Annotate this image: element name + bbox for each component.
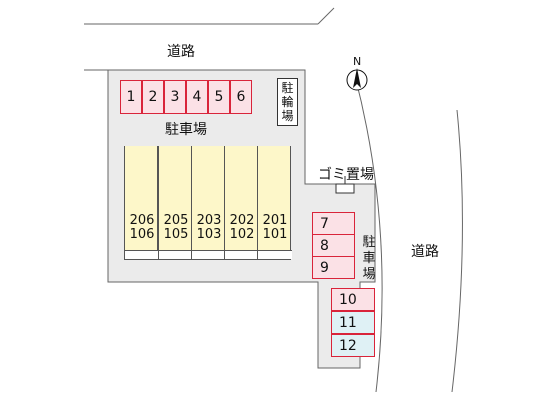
garbage-label: ゴミ置場 [318,167,374,183]
road-top-edge-diagonal [317,7,335,25]
unit-205-105: 205 105 [158,146,193,260]
unit-lower-number: 101 [262,227,288,242]
unit-floor [258,250,292,259]
road-top-label: 道路 [167,44,195,60]
parking-space-5: 5 [208,80,230,114]
bicycle-parking-char: 駐 [281,81,294,95]
parking-right-label-char: 車 [362,251,376,266]
parking-space-12: 12 [331,334,375,357]
unit-floor [192,250,226,259]
parking-space-9: 9 [312,256,355,279]
unit-201-101: 201 101 [257,146,292,260]
unit-upper-number: 203 [196,213,222,228]
north-label: N [353,55,362,68]
unit-floor [159,250,193,259]
parking-right-label-char: 場 [362,267,376,282]
unit-203-103: 203 103 [191,146,226,260]
parking-top-label: 駐車場 [165,122,207,138]
unit-lower-number: 106 [129,227,155,242]
parking-space-3: 3 [164,80,186,114]
parking-space-11: 11 [331,311,375,334]
bicycle-parking-char: 輪 [281,95,294,109]
unit-lower-number: 105 [163,227,189,242]
road-right-edge-inner [354,75,383,393]
road-right-label: 道路 [411,244,439,260]
parking-space-2: 2 [142,80,164,114]
parking-space-7: 7 [312,212,355,235]
unit-upper-number: 201 [262,213,288,228]
parking-space-8: 8 [312,234,355,257]
bicycle-parking: 駐 輪 場 [277,78,298,126]
unit-lower-number: 103 [196,227,222,242]
parking-space-4: 4 [186,80,208,114]
road-right-edge-outer [451,109,463,393]
garbage-station-icon [335,183,355,194]
unit-upper-number: 202 [229,213,255,228]
unit-202-102: 202 102 [224,146,259,260]
north-arrow-icon [346,68,368,91]
parking-space-10: 10 [331,288,375,311]
unit-206-106: 206 106 [124,146,159,260]
unit-floor [225,250,259,259]
unit-upper-number: 205 [163,213,189,228]
unit-lower-number: 102 [229,227,255,242]
unit-floor [125,250,159,259]
parking-right-label: 駐 車 場 [361,235,377,283]
bicycle-parking-char: 場 [281,109,294,123]
unit-upper-number: 206 [129,213,155,228]
parking-right-label-char: 駐 [362,235,376,250]
parking-space-1: 1 [120,80,142,114]
parking-space-6: 6 [230,80,252,114]
